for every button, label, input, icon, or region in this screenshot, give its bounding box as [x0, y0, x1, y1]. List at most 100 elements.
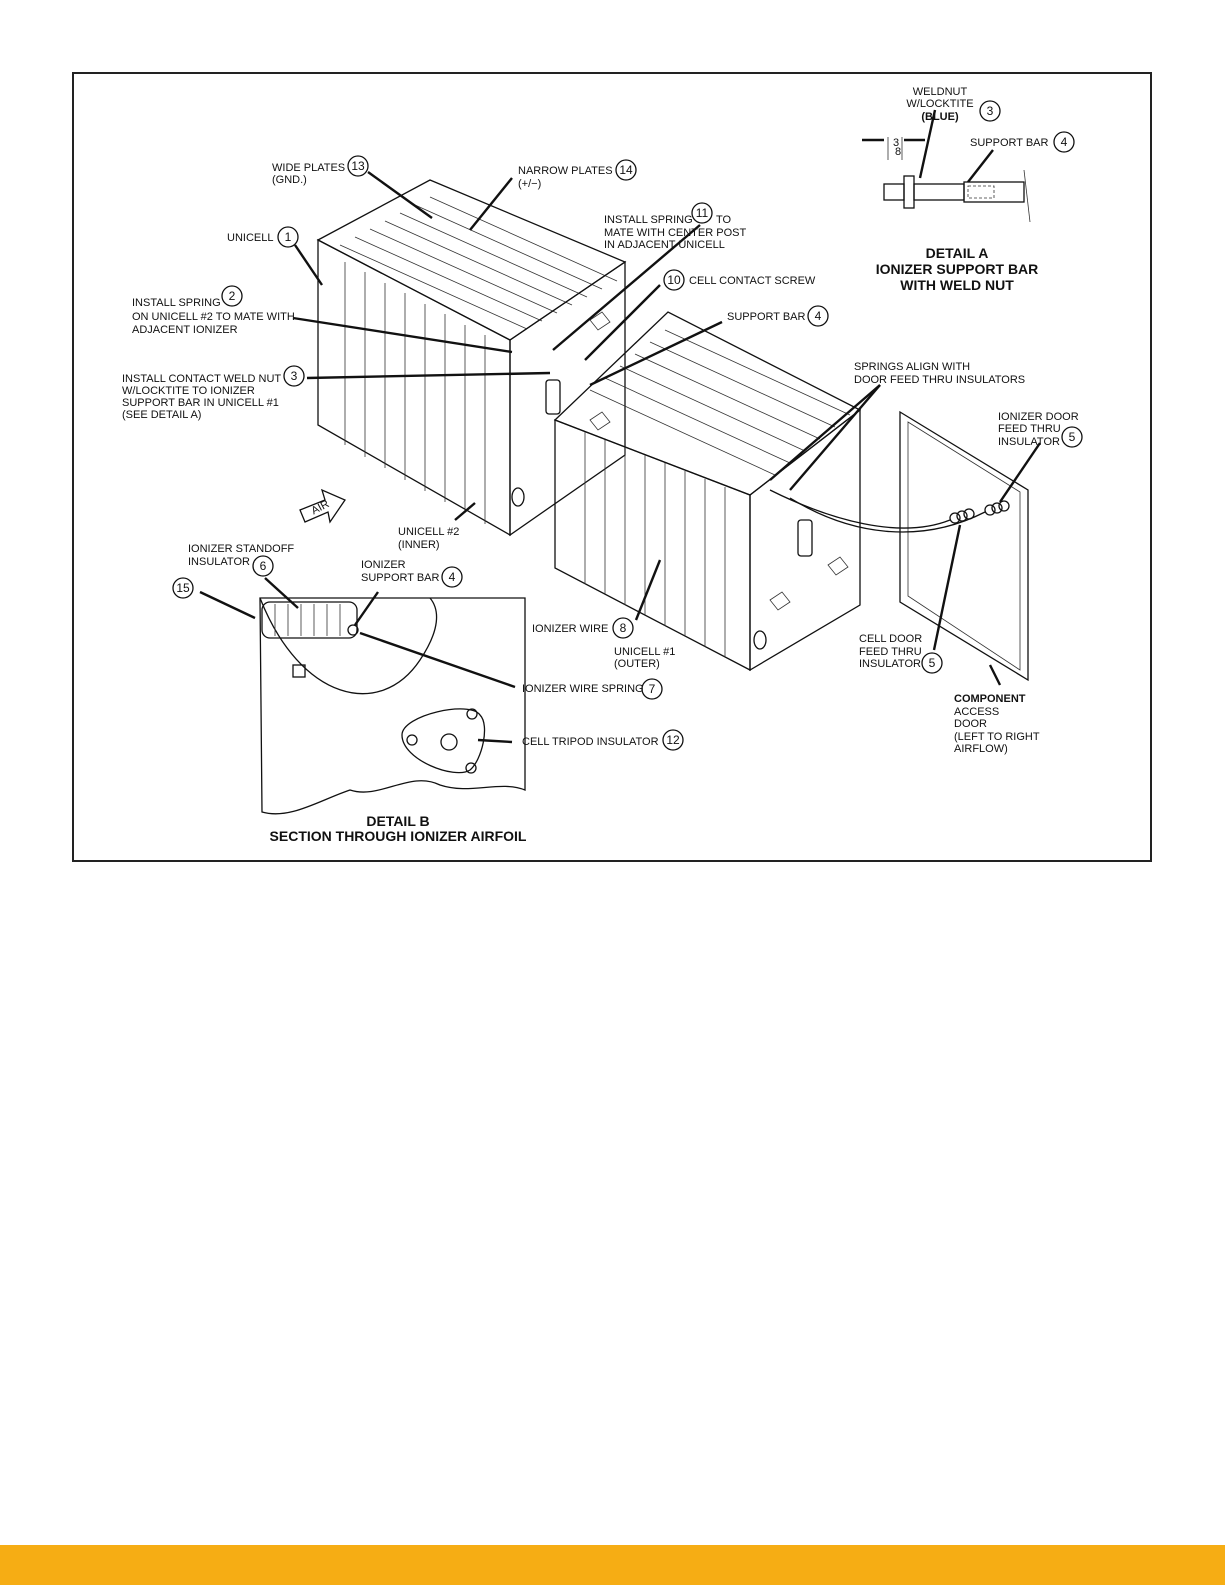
label-ionizer-standoff-2: INSULATOR — [188, 556, 250, 568]
unicell-1-drawing — [545, 311, 862, 672]
label-component-access-5: AIRFLOW) — [954, 743, 1008, 755]
balloon-4-support-bar: 4 — [807, 305, 829, 327]
label-weldnut-3: (BLUE) — [921, 111, 959, 123]
label-install-contact-1: INSTALL CONTACT WELD NUT — [122, 373, 281, 385]
leader-lines — [199, 109, 1041, 744]
label-component-access-3: DOOR — [954, 718, 987, 730]
detail-a-drawing — [883, 137, 1031, 223]
balloon-10: 10 — [663, 269, 685, 291]
footer-color-bar — [0, 1545, 1225, 1585]
detail-a-title-2: IONIZER SUPPORT BAR — [876, 261, 1039, 277]
balloon-15: 15 — [172, 577, 194, 599]
svg-text:1: 1 — [285, 230, 292, 244]
balloon-4-ionizer-support: 4 — [441, 566, 463, 588]
fraction-numerator: 3 — [893, 137, 899, 149]
label-unicell-2-1: UNICELL #2 — [398, 526, 459, 538]
balloon-3-weldnut: 3 — [979, 100, 1001, 122]
label-unicell-2-2: (INNER) — [398, 539, 440, 551]
balloon-6: 6 — [252, 555, 274, 577]
svg-text:8: 8 — [620, 621, 627, 635]
detail-b-drawing — [259, 597, 526, 815]
detail-a-title-1: DETAIL A — [926, 245, 989, 261]
label-cell-tripod: CELL TRIPOD INSULATOR — [522, 736, 659, 748]
svg-text:5: 5 — [1069, 430, 1076, 444]
unicell-1-plates — [589, 329, 851, 476]
label-support-bar-a: SUPPORT BAR — [970, 137, 1049, 149]
label-ionizer-door-feed-3: INSULATOR — [998, 436, 1060, 448]
component-access-door — [769, 410, 1029, 682]
unicell-2-plates — [339, 196, 618, 330]
label-install-spring-11-2: TO — [716, 214, 732, 226]
detail-b-title-2: SECTION THROUGH IONIZER AIRFOIL — [270, 828, 527, 844]
label-support-bar-4: SUPPORT BAR — [727, 311, 806, 323]
svg-text:4: 4 — [815, 309, 822, 323]
label-install-spring-11-1: INSTALL SPRING — [604, 214, 693, 226]
label-springs-align-1: SPRINGS ALIGN WITH — [854, 361, 970, 373]
balloon-11: 11 — [691, 202, 713, 224]
svg-text:11: 11 — [696, 206, 709, 220]
label-install-spring-11-4: IN ADJACENT UNICELL — [604, 239, 725, 251]
label-ionizer-support-bar-2: SUPPORT BAR — [361, 572, 440, 584]
label-springs-align-2: DOOR FEED THRU INSULATORS — [854, 374, 1025, 386]
svg-text:10: 10 — [667, 273, 681, 287]
label-cell-door-feed-1: CELL DOOR — [859, 633, 922, 645]
label-install-contact-2: W/LOCKTITE TO IONIZER — [122, 385, 255, 397]
balloon-13: 13 — [347, 155, 369, 177]
svg-text:3: 3 — [987, 104, 994, 118]
label-install-spring-2-1: INSTALL SPRING — [132, 297, 221, 309]
svg-text:4: 4 — [449, 570, 456, 584]
label-ionizer-wire-spring: IONIZER WIRE SPRING — [522, 683, 644, 695]
svg-text:14: 14 — [619, 163, 633, 177]
svg-text:2: 2 — [229, 289, 236, 303]
label-wide-plates-1: WIDE PLATES — [272, 162, 345, 174]
label-ionizer-wire: IONIZER WIRE — [532, 623, 608, 635]
svg-text:6: 6 — [260, 559, 267, 573]
detail-a-title-3: WITH WELD NUT — [900, 277, 1014, 293]
text-labels: WELDNUT W/LOCKTITE (BLUE) SUPPORT BAR 3 … — [122, 86, 1079, 844]
air-direction-arrow — [299, 488, 346, 524]
label-cell-door-feed-2: FEED THRU — [859, 646, 922, 658]
label-cell-contact-screw: CELL CONTACT SCREW — [689, 275, 816, 287]
label-wide-plates-2: (GND.) — [272, 174, 307, 186]
label-install-contact-4: (SEE DETAIL A) — [122, 409, 201, 421]
label-ionizer-door-feed-1: IONIZER DOOR — [998, 411, 1079, 423]
fraction-denominator: 8 — [895, 146, 901, 158]
balloon-12: 12 — [662, 729, 684, 751]
unicell-1-ribs — [584, 432, 726, 657]
balloon-14: 14 — [615, 159, 637, 181]
balloon-4-detail-a: 4 — [1053, 131, 1075, 153]
label-ionizer-support-bar-1: IONIZER — [361, 559, 406, 571]
balloon-1: 1 — [277, 226, 299, 248]
label-narrow-plates-2: (+/−) — [518, 178, 541, 190]
diagram-frame — [72, 72, 1152, 862]
balloon-5-cell-door: 5 — [921, 652, 943, 674]
svg-text:7: 7 — [649, 682, 656, 696]
part-balloons: 13 14 11 1 2 10 4 3 3 4 5 6 4 15 8 5 7 1… — [172, 100, 1083, 751]
svg-text:13: 13 — [351, 159, 365, 173]
label-unicell-1-2: (OUTER) — [614, 658, 660, 670]
label-component-access-4: (LEFT TO RIGHT — [954, 731, 1040, 743]
balloon-7: 7 — [641, 678, 663, 700]
label-narrow-plates-1: NARROW PLATES — [518, 165, 613, 177]
balloon-8: 8 — [612, 617, 634, 639]
balloon-5-ionizer-door: 5 — [1061, 426, 1083, 448]
balloon-2: 2 — [221, 285, 243, 307]
label-weldnut-1: WELDNUT — [913, 86, 968, 98]
label-component-access-2: ACCESS — [954, 706, 999, 718]
label-install-spring-2-2: ON UNICELL #2 TO MATE WITH — [132, 311, 295, 323]
unicell-2-ribs — [344, 262, 486, 524]
label-install-contact-3: SUPPORT BAR IN UNICELL #1 — [122, 397, 279, 409]
label-cell-door-feed-3: INSULATOR — [859, 658, 921, 670]
svg-text:15: 15 — [176, 581, 190, 595]
label-install-spring-2-3: ADJACENT IONIZER — [132, 324, 238, 336]
standoff-insulator-ribs — [274, 604, 341, 636]
svg-text:5: 5 — [929, 656, 936, 670]
svg-text:12: 12 — [666, 733, 680, 747]
label-unicell-1-1: UNICELL #1 — [614, 646, 675, 658]
detail-b-title-1: DETAIL B — [366, 813, 429, 829]
label-unicell: UNICELL — [227, 232, 273, 244]
label-ionizer-standoff-1: IONIZER STANDOFF — [188, 543, 294, 555]
svg-text:3: 3 — [291, 369, 298, 383]
label-component-access-1: COMPONENT — [954, 693, 1026, 705]
